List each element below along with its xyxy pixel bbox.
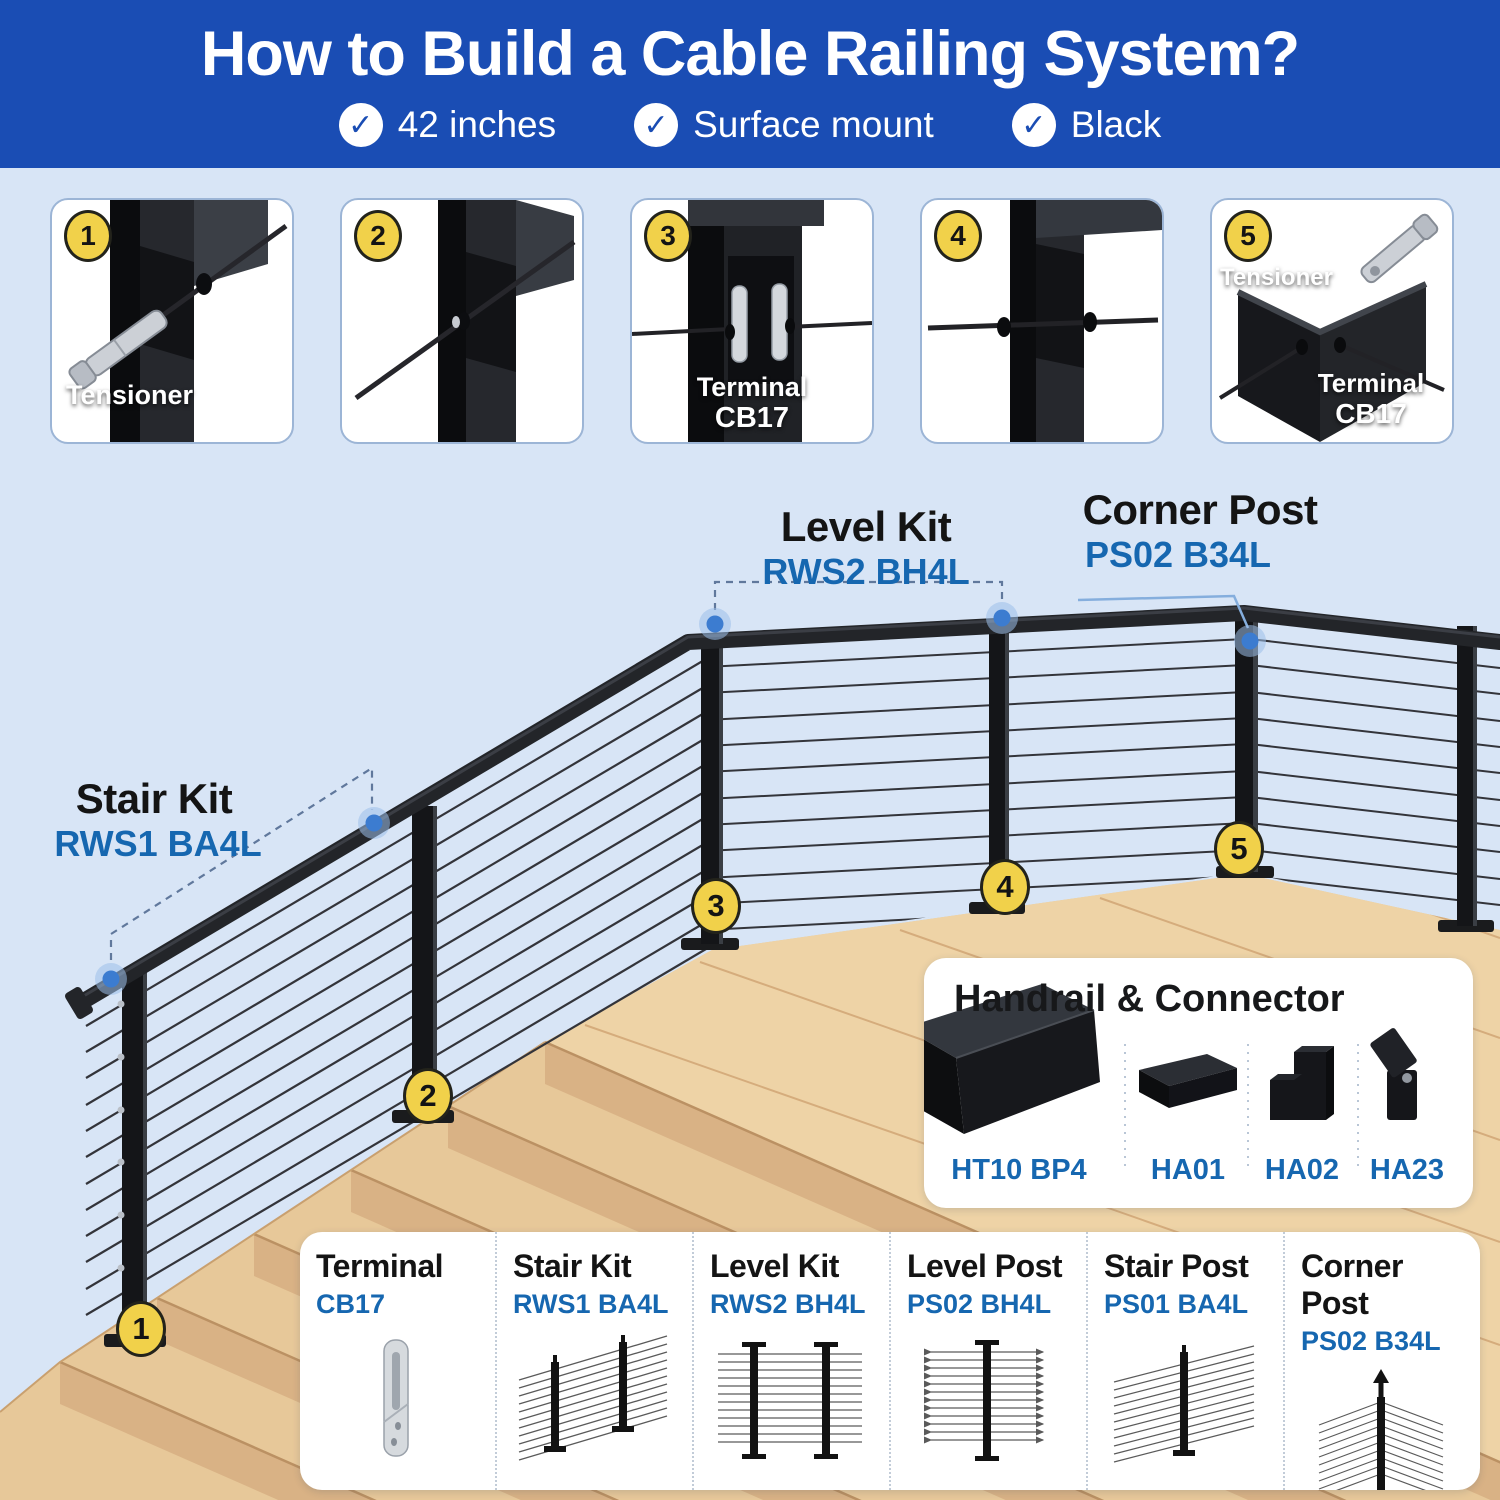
step-number-badge: 2 bbox=[354, 210, 402, 262]
handrail-box-title: Handrail & Connector bbox=[954, 978, 1345, 1020]
part-column-level-kit: Level Kit RWS2 BH4L bbox=[692, 1232, 889, 1490]
terminal-label: Terminal bbox=[1317, 368, 1425, 398]
railing-posts bbox=[117, 612, 1477, 1340]
tensioner-label: Tensioner bbox=[66, 380, 194, 410]
corner-post-diagram bbox=[1318, 1369, 1444, 1490]
step-number-badge: 1 bbox=[64, 210, 112, 262]
ht10-code: HT10 BP4 bbox=[951, 1154, 1087, 1186]
ha02-code: HA02 bbox=[1264, 1154, 1340, 1186]
post-marker-2: 2 bbox=[403, 1068, 453, 1124]
check-icon: ✓ bbox=[634, 103, 679, 147]
stair-kit-callout-code: RWS1 BA4L bbox=[54, 823, 262, 864]
terminal-label: Terminal bbox=[696, 372, 808, 402]
tensioner-label: Tensioner bbox=[1220, 264, 1333, 291]
corner-post-photo bbox=[1218, 213, 1445, 442]
terminal-diagram bbox=[383, 1339, 409, 1457]
tensioner-photo bbox=[68, 200, 288, 442]
check-icon: ✓ bbox=[338, 103, 383, 147]
part-column-corner-post: Corner Post PS02 B34L bbox=[1283, 1232, 1480, 1490]
ha23-connector-graphic bbox=[1370, 1028, 1417, 1120]
connector-parts-graphic bbox=[924, 984, 1417, 1166]
step-thumbnail-2: 2 bbox=[340, 198, 584, 444]
ha02-connector-graphic bbox=[1270, 1046, 1334, 1120]
feature-height: ✓ 42 inches bbox=[338, 103, 556, 147]
step-thumbnail-5: 5 Tensioner Terminal CB17 bbox=[1210, 198, 1454, 444]
handrail-bar-graphic bbox=[924, 984, 1100, 1134]
ha01-cap-graphic bbox=[1139, 1054, 1237, 1108]
parts-overview-box: Terminal CB17 Stair Kit RWS1 BA4L bbox=[300, 1232, 1480, 1490]
step-thumbnail-4: 4 bbox=[920, 198, 1164, 444]
level-post-diagram bbox=[923, 1340, 1045, 1461]
header-banner: How to Build a Cable Railing System? ✓ 4… bbox=[0, 0, 1500, 168]
marker-dots bbox=[95, 602, 1266, 995]
post-marker-1: 1 bbox=[116, 1301, 166, 1357]
feature-mount: ✓ Surface mount bbox=[634, 103, 934, 147]
post-marker-3: 3 bbox=[691, 878, 741, 934]
page-title: How to Build a Cable Railing System? bbox=[200, 19, 1300, 89]
part-column-stair-kit: Stair Kit RWS1 BA4L bbox=[495, 1232, 692, 1490]
part-column-terminal: Terminal CB17 bbox=[300, 1232, 495, 1490]
terminal-code-label: CB17 bbox=[1335, 398, 1407, 429]
cable-run-photo bbox=[927, 200, 1162, 442]
handrail-connector-box: Handrail & Connector HT10 BP4 HA01 HA02 … bbox=[924, 958, 1473, 1208]
step-thumbnail-1: 1 Tensioner bbox=[50, 198, 294, 444]
step-number-badge: 3 bbox=[644, 210, 692, 262]
step-thumbnail-3: 3 Terminal CB17 bbox=[630, 198, 874, 444]
cable-through-post-photo bbox=[354, 200, 576, 442]
ha01-code: HA01 bbox=[1150, 1154, 1226, 1186]
terminal-photo bbox=[632, 200, 872, 442]
callout-lines bbox=[109, 580, 1250, 960]
corner-post-callout-code: PS02 B34L bbox=[1084, 534, 1272, 575]
corner-post-callout-title: Corner Post bbox=[1082, 486, 1318, 533]
part-column-stair-post: Stair Post PS01 BA4L bbox=[1086, 1232, 1283, 1490]
stair-kit-callout-title: Stair Kit bbox=[75, 775, 233, 822]
cable-terminals-on-post bbox=[117, 1000, 125, 1272]
check-icon: ✓ bbox=[1011, 103, 1056, 147]
level-kit-callout-code: RWS2 BH4L bbox=[762, 551, 970, 592]
level-kit-diagram bbox=[718, 1342, 862, 1459]
terminal-code-label: CB17 bbox=[714, 402, 790, 434]
stair-cables bbox=[85, 658, 707, 1316]
feature-list: ✓ 42 inches ✓ Surface mount ✓ Black bbox=[0, 103, 1500, 147]
post-marker-5: 5 bbox=[1214, 821, 1264, 877]
feature-color: ✓ Black bbox=[1011, 103, 1161, 147]
post-marker-4: 4 bbox=[980, 859, 1030, 915]
step-number-badge: 5 bbox=[1224, 210, 1272, 262]
part-column-level-post: Level Post PS02 BH4L bbox=[889, 1232, 1086, 1490]
ha23-code: HA23 bbox=[1369, 1154, 1445, 1186]
step-number-badge: 4 bbox=[934, 210, 982, 262]
level-kit-callout-title: Level Kit bbox=[780, 503, 952, 550]
stair-kit-diagram bbox=[518, 1335, 668, 1461]
stair-post-diagram bbox=[1113, 1345, 1255, 1463]
